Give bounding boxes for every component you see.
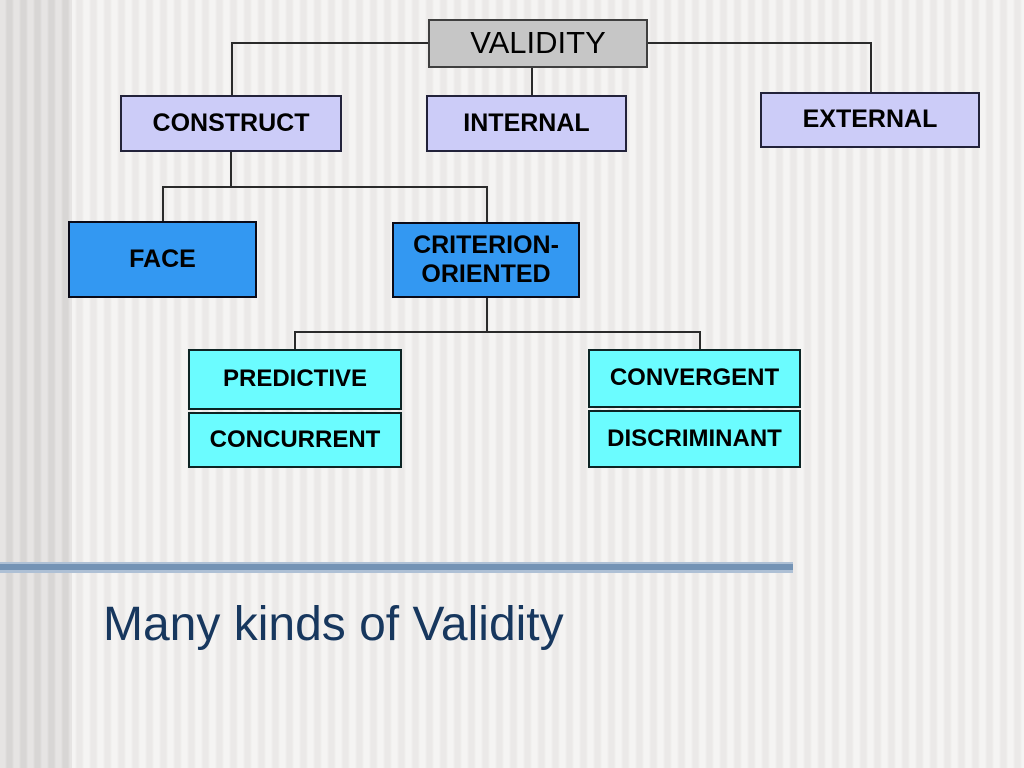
node-predictive-label: PREDICTIVE xyxy=(222,365,368,393)
connector-convergent-drop xyxy=(699,331,701,349)
node-face-label: FACE xyxy=(129,244,196,273)
node-concurrent: CONCURRENT xyxy=(188,412,402,468)
node-validity: VALIDITY xyxy=(428,19,648,68)
node-face: FACE xyxy=(68,221,257,298)
connector-criterion-children-h xyxy=(294,331,701,333)
node-construct: CONSTRUCT xyxy=(120,95,342,152)
node-construct-label: CONSTRUCT xyxy=(152,108,310,137)
node-concurrent-label: CONCURRENT xyxy=(209,425,381,453)
node-internal: INTERNAL xyxy=(426,95,627,152)
title-divider-rule xyxy=(0,562,793,573)
node-discriminant-label: DISCRIMINANT xyxy=(607,424,782,452)
connector-predictive-drop xyxy=(294,331,296,349)
connector-internal-drop xyxy=(531,68,533,95)
node-discriminant: DISCRIMINANT xyxy=(588,410,801,468)
connector-criterion-stem xyxy=(486,298,488,332)
node-convergent: CONVERGENT xyxy=(588,349,801,408)
node-validity-label: VALIDITY xyxy=(470,25,606,61)
connector-validity-external-h xyxy=(648,42,872,44)
connector-construct-children-h xyxy=(162,186,488,188)
node-criterion-oriented-label: CRITERION-ORIENTED xyxy=(413,230,559,289)
connector-validity-construct-h xyxy=(231,42,428,44)
slide-title: Many kinds of Validity xyxy=(103,598,564,651)
connector-face-drop xyxy=(162,186,164,221)
node-external: EXTERNAL xyxy=(760,92,980,148)
connector-external-drop xyxy=(870,42,872,92)
node-predictive: PREDICTIVE xyxy=(188,349,402,410)
connector-construct-stem xyxy=(230,152,232,188)
node-criterion-oriented: CRITERION-ORIENTED xyxy=(392,222,580,298)
node-internal-label: INTERNAL xyxy=(463,108,590,137)
node-convergent-label: CONVERGENT xyxy=(609,364,780,392)
connector-construct-drop xyxy=(231,42,233,95)
connector-criterion-drop xyxy=(486,186,488,222)
node-external-label: EXTERNAL xyxy=(802,105,938,134)
background-stripe-band xyxy=(0,0,72,768)
